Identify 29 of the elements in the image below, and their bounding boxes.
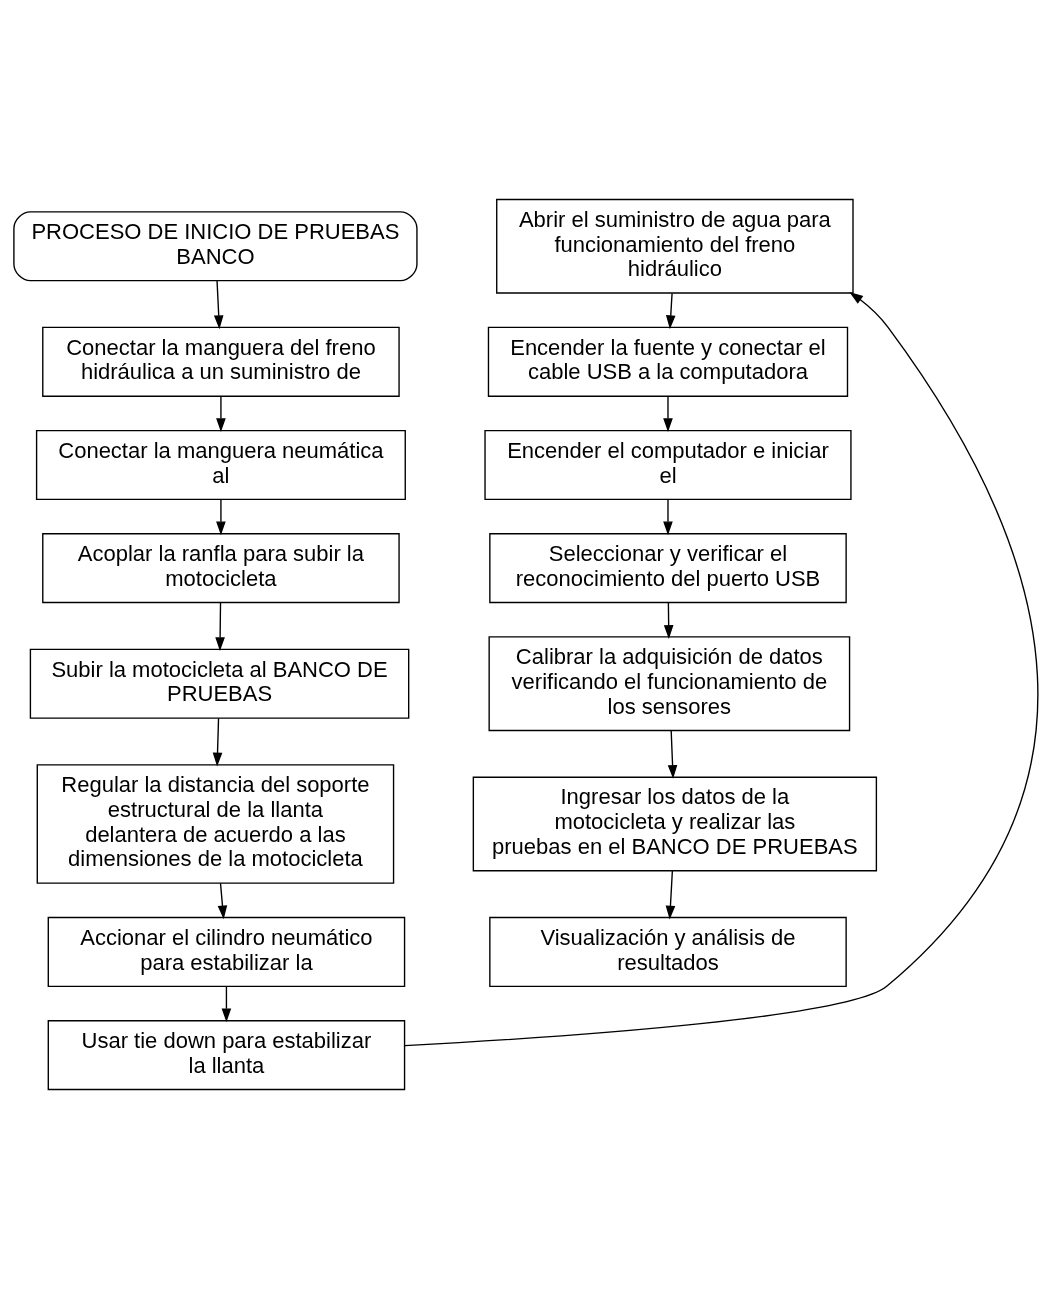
node-box: Abrir el suministro de agua para funcionamiento del freno hidráulico — [496, 198, 854, 294]
node-box: Regular la distancia del soporte estructural de la llanta delantera de acuerdo a las dimensiones de la motocicleta — [36, 764, 395, 884]
arrow — [665, 870, 676, 920]
arrow — [663, 499, 673, 536]
node-box: Conectar la manguera del freno hidráulica a un suministro de — [42, 326, 400, 397]
arrow — [215, 602, 225, 652]
arrow — [667, 729, 678, 779]
node-box: Calibrar la adquisición de datos verificando el funcionamiento de los sensores — [488, 636, 851, 732]
arrow — [663, 602, 674, 639]
node-box: Usar tie down para estabilizar la llanta — [47, 1020, 406, 1091]
node-box: Acoplar la ranfla para subir la motocicleta — [42, 533, 400, 604]
arrow — [663, 395, 673, 433]
node-box: Seleccionar y verificar el reconocimiento del puerto USB — [489, 533, 847, 604]
node-box: Conectar la manguera neumática al — [35, 429, 406, 501]
arrow — [216, 499, 226, 536]
arrow — [213, 280, 224, 330]
arrow — [221, 986, 232, 1023]
arrow — [404, 291, 1039, 1047]
node-box: Visualización y análisis de resultados — [489, 916, 847, 988]
node-box: Encender el computador e iniciar el — [484, 429, 852, 501]
node-box: Ingresar los datos de la motocicleta y realizar las pruebas en el BANCO DE PRUEBAS — [472, 776, 878, 872]
arrow — [665, 292, 676, 330]
node-box: PROCESO DE INICIO DE PRUEBAS BANCO — [13, 211, 418, 282]
arrow — [216, 395, 226, 433]
node-box: Encender la fuente y conectar el cable USB a la computadora — [487, 326, 849, 397]
node-box: Subir la motocicleta al BANCO DE PRUEBAS — [29, 648, 410, 719]
node-box: Accionar el cilindro neumático para estabilizar la — [47, 916, 406, 988]
arrow — [217, 882, 228, 920]
arrow — [212, 717, 223, 767]
